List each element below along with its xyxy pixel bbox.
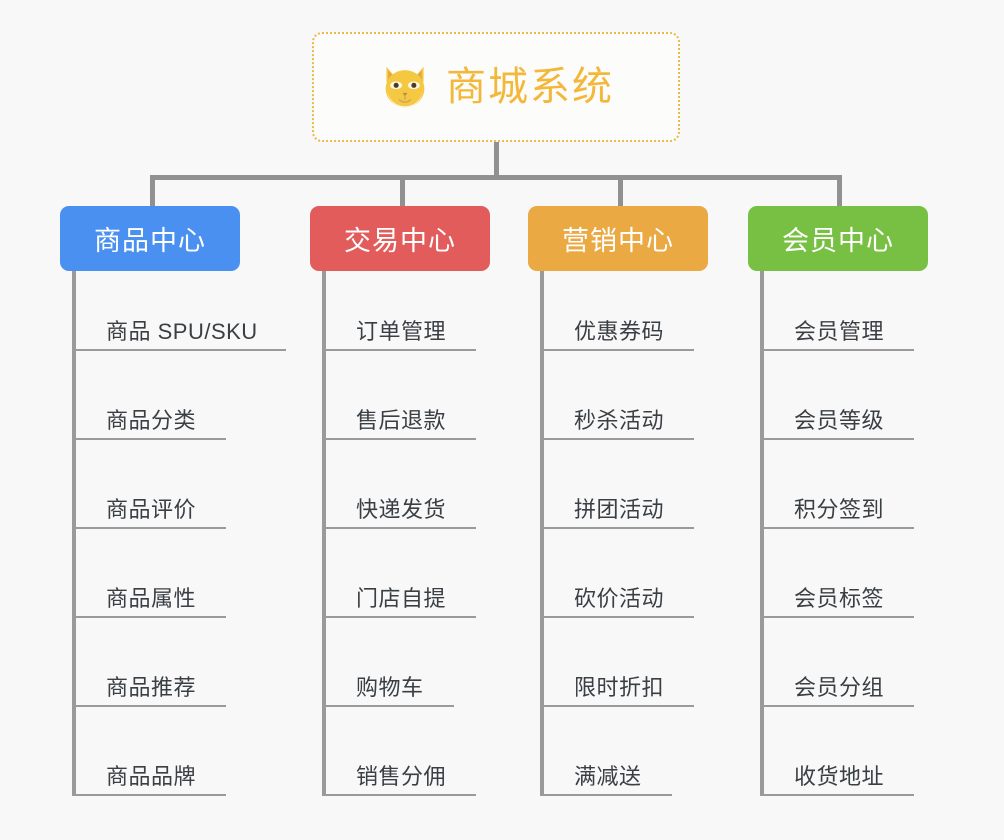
leaf-rule: [542, 794, 672, 796]
leaf-label: 快递发货: [356, 497, 447, 522]
leaf-rule: [74, 527, 226, 529]
leaf-rule: [762, 794, 914, 796]
leaf-label: 会员标签: [794, 586, 885, 611]
leaf-label: 优惠券码: [574, 319, 665, 344]
leaf-rule: [74, 616, 226, 618]
leaf-rule: [542, 705, 694, 707]
leaf-label: 满减送: [574, 764, 642, 789]
category-header-member-center[interactable]: 会员中心: [748, 206, 928, 271]
leaf-rule: [324, 794, 476, 796]
shiba-dog-emoji: [378, 60, 432, 114]
connector-root-stem: [494, 142, 499, 178]
leaf-label: 门店自提: [356, 586, 447, 611]
leaf-label: 售后退款: [356, 408, 447, 433]
leaf-label: 订单管理: [356, 319, 447, 344]
leaf-label: 砍价活动: [574, 586, 665, 611]
leaf-rule: [542, 616, 694, 618]
leaf-rule: [762, 527, 914, 529]
leaf-rule: [74, 438, 226, 440]
leaf-rule: [762, 705, 914, 707]
leaf-label: 积分签到: [794, 497, 885, 522]
leaf-label: 销售分佣: [356, 764, 447, 789]
leaf-label: 购物车: [356, 675, 424, 700]
leaf-rule: [324, 527, 476, 529]
leaf-label: 商品推荐: [106, 675, 197, 700]
leaf-rule: [324, 438, 476, 440]
root-node-mall-system[interactable]: 商城系统: [312, 32, 680, 142]
category-header-trade-center[interactable]: 交易中心: [310, 206, 490, 271]
category-header-product-center[interactable]: 商品中心: [60, 206, 240, 271]
subtree-stem: [760, 271, 764, 796]
leaf-label: 商品属性: [106, 586, 197, 611]
leaf-label: 商品分类: [106, 408, 197, 433]
leaf-label: 秒杀活动: [574, 408, 665, 433]
category-header-marketing-center[interactable]: 营销中心: [528, 206, 708, 271]
leaf-rule: [762, 349, 914, 351]
subtree-stem: [72, 271, 76, 796]
leaf-label: 会员分组: [794, 675, 885, 700]
leaf-rule: [762, 616, 914, 618]
leaf-label: 商品评价: [106, 497, 197, 522]
leaf-rule: [324, 705, 454, 707]
connector-drop-2: [400, 175, 405, 210]
leaf-label: 拼团活动: [574, 497, 665, 522]
leaf-label: 会员等级: [794, 408, 885, 433]
leaf-rule: [324, 349, 476, 351]
leaf-label: 商品 SPU/SKU: [106, 319, 258, 344]
connector-drop-3: [618, 175, 623, 210]
connector-horizontal-bus: [150, 175, 842, 180]
leaf-label: 商品品牌: [106, 764, 197, 789]
leaf-label: 收货地址: [794, 764, 885, 789]
connector-drop-1: [150, 175, 155, 210]
leaf-label: 会员管理: [794, 319, 885, 344]
leaf-label: 限时折扣: [574, 675, 665, 700]
subtree-stem: [540, 271, 544, 796]
leaf-rule: [324, 616, 476, 618]
leaf-rule: [74, 349, 286, 351]
connector-drop-4: [837, 175, 842, 210]
leaf-rule: [542, 349, 694, 351]
leaf-rule: [74, 794, 226, 796]
leaf-rule: [762, 438, 914, 440]
leaf-rule: [542, 438, 694, 440]
subtree-stem: [322, 271, 326, 796]
leaf-rule: [74, 705, 226, 707]
leaf-rule: [542, 527, 694, 529]
root-node-label: 商城系统: [446, 65, 614, 109]
